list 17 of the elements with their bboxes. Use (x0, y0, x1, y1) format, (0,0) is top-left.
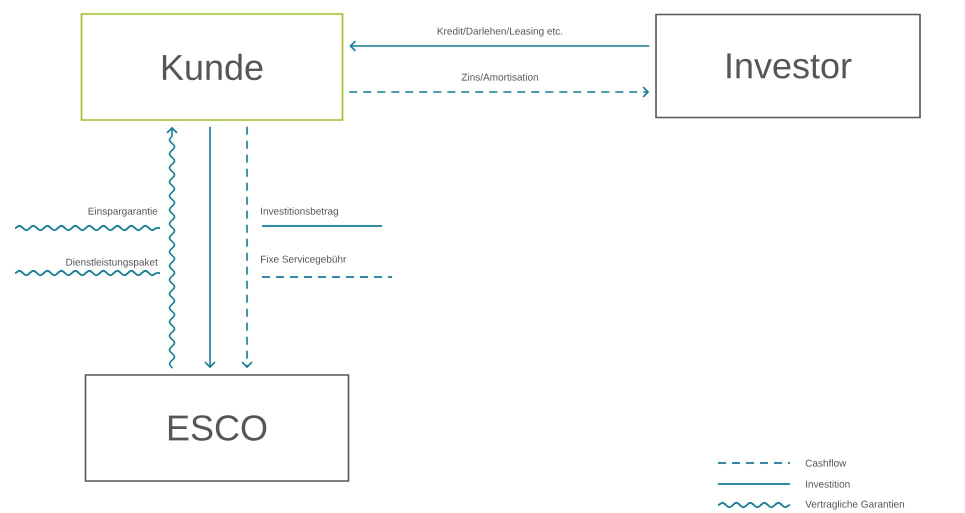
entity-box: ESCO (84, 374, 350, 482)
entity-box: Investor (655, 14, 921, 118)
key-label: Fixe Servicegebühr (261, 255, 346, 265)
arrow (204, 126, 216, 368)
key-label: Einspargarantie (88, 207, 158, 217)
entity-box: Kunde (80, 13, 344, 121)
edge-label: Kredit/Darlehen/Leasing etc. (436, 26, 564, 38)
legend-label: Investition (806, 480, 850, 488)
legend-label: Cashflow (806, 459, 846, 467)
key-label: Dienstleistungspaket (66, 258, 158, 268)
legend-label: Vertragliche Garantien (805, 500, 904, 510)
arrow (242, 126, 253, 368)
arrow (349, 40, 650, 52)
arrow (166, 126, 178, 369)
arrow (349, 86, 650, 98)
edge-label: Zins/Amortisation (460, 72, 540, 82)
key-label: Investitionsbetrag (261, 207, 338, 217)
